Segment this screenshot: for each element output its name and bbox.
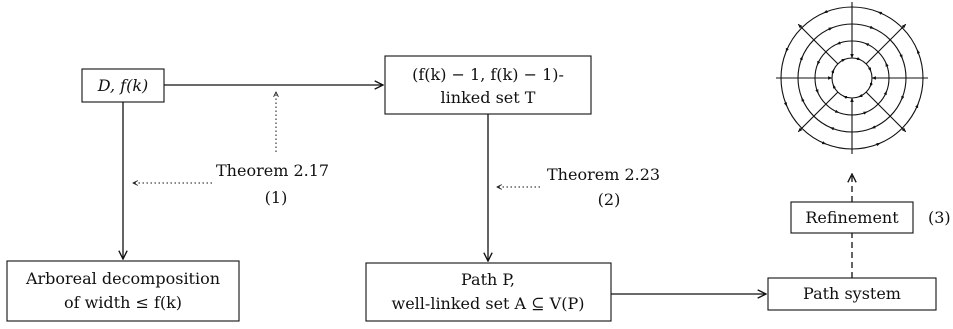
theorem2-tag: (2) xyxy=(598,190,621,209)
step3-tag: (3) xyxy=(928,208,951,227)
grid-ring-arrow xyxy=(843,95,848,99)
grid-ring-arrow xyxy=(916,49,921,54)
arboreal-box xyxy=(6,260,240,322)
grid-ring-arrow xyxy=(869,25,874,29)
grid-ring-arrow xyxy=(831,69,835,74)
grid-ring-arrow xyxy=(885,62,889,67)
grid-ring-arrow xyxy=(899,54,903,59)
grid-ring-arrow xyxy=(868,67,872,72)
grid-spoke-6 xyxy=(797,91,839,133)
grid-ring-arrow xyxy=(864,42,870,47)
grid-ring-arrow xyxy=(863,111,868,115)
grid-ring-arrow xyxy=(871,125,876,129)
grid-ring-arrow xyxy=(821,141,827,145)
grid-ring-arrow xyxy=(828,27,833,31)
theorem2-ref: 2.23 xyxy=(624,165,660,184)
grid-ring-arrow xyxy=(876,142,881,147)
grid-ring-arrow xyxy=(801,97,805,102)
grid-ring-arrow xyxy=(901,95,905,100)
linked-set-label-line1: (f(k) − 1, f(k) − 1)- xyxy=(412,65,564,84)
arboreal-label-line2: of width ≤ f(k) xyxy=(64,293,182,312)
grid-ring-arrow xyxy=(832,84,836,89)
cylindrical-grid xyxy=(776,2,928,154)
grid-ring-arrow xyxy=(877,11,883,15)
grid-ring-arrow xyxy=(823,9,828,14)
grid-spoke-8 xyxy=(797,23,839,65)
grid-ring-arrow xyxy=(856,57,861,61)
grid-ring-arrow xyxy=(783,102,788,107)
path-label-line2: well-linked set A ⊆ V(P) xyxy=(392,294,585,313)
grid-spoke-2 xyxy=(865,23,907,65)
grid-ring-arrow xyxy=(869,82,873,87)
grid-ring-arrow xyxy=(815,89,819,94)
grid-ring-arrow xyxy=(883,90,888,96)
grid-ring-arrow xyxy=(799,56,803,61)
path-label-line1: Path P, xyxy=(461,270,515,289)
grid-ring-arrow xyxy=(841,58,846,62)
grid-ring-arrow xyxy=(836,41,841,45)
input-label: D, f(k) xyxy=(97,76,149,95)
grid-ring-arrow xyxy=(858,94,863,98)
grid-ring-arrow xyxy=(830,127,835,131)
path-system-label: Path system xyxy=(803,284,901,303)
grid-ring-arrow xyxy=(834,109,840,114)
theorem1-tag: (1) xyxy=(265,188,288,207)
grid-ring-arrow xyxy=(915,103,919,109)
arboreal-label-line1: Arboreal decomposition xyxy=(25,269,220,288)
theorem2-label: Theorem 2.23 xyxy=(547,165,660,184)
refinement-label: Refinement xyxy=(805,208,899,227)
theorem1-ref: 2.17 xyxy=(293,161,329,180)
grid-ring-arrow xyxy=(785,47,789,53)
theorem1-label: Theorem 2.17 xyxy=(216,161,329,180)
grid-spoke-4 xyxy=(865,91,907,133)
linked-set-label-line2: linked set T xyxy=(441,88,536,107)
path-box xyxy=(365,262,612,322)
grid-ring-1 xyxy=(831,57,873,99)
grid-ring-arrow xyxy=(816,60,821,66)
